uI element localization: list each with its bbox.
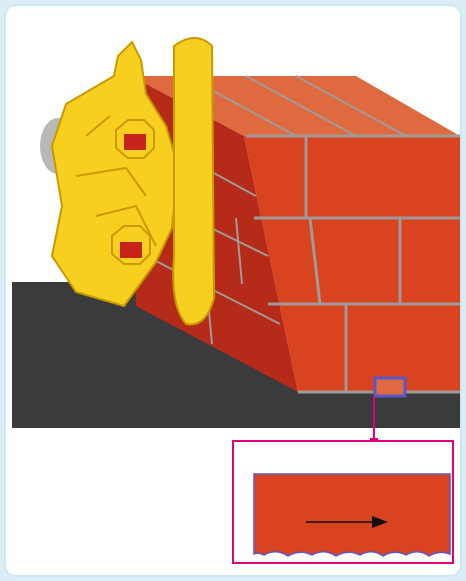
bolt-upper-core — [124, 134, 146, 150]
illustration-card — [4, 4, 462, 577]
highlight-region — [375, 378, 405, 396]
zoom-inset — [232, 440, 454, 564]
zoom-detail — [234, 442, 452, 562]
bolt-lower-core — [120, 242, 142, 258]
brick-closeup — [254, 474, 450, 556]
machine-blade — [173, 38, 214, 324]
